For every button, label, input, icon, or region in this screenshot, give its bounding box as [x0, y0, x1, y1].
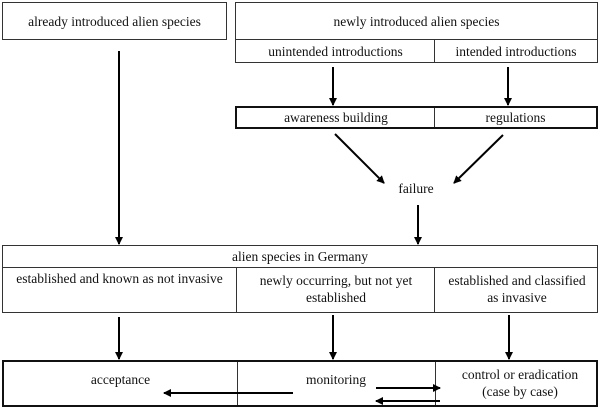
control-eradication-cell: control or eradication (case by case)	[461, 367, 579, 399]
already-introduced-box: already introduced alien species	[2, 2, 227, 40]
unintended-introductions-cell: unintended introductions	[268, 43, 403, 59]
category-invasive: established and classified as invasive	[448, 273, 586, 305]
header-divider	[3, 267, 597, 268]
column-divider	[434, 267, 435, 312]
intended-introductions-cell: intended introductions	[455, 43, 577, 59]
regulations-cell: regulations	[485, 110, 546, 125]
already-introduced-label: already introduced alien species	[28, 13, 201, 29]
measures-row: awareness building regulations	[235, 106, 598, 129]
failure-label: failure	[398, 180, 434, 196]
row-divider	[434, 40, 435, 62]
arrow-regulations-to-failure	[453, 134, 504, 184]
arrow-awareness-to-failure	[334, 133, 385, 184]
germany-header: alien species in Germany	[231, 249, 369, 264]
newly-introduced-label: newly introduced alien species	[333, 13, 500, 29]
alien-species-germany-box: alien species in Germany established and…	[2, 245, 598, 313]
category-not-invasive: established and known as not invasive	[16, 270, 223, 286]
responses-box: acceptance monitoring control or eradica…	[2, 360, 598, 407]
acceptance-cell: acceptance	[90, 371, 151, 387]
monitoring-cell: monitoring	[306, 371, 366, 387]
column-divider	[237, 362, 238, 405]
category-newly-occurring: newly occurring, but not yet established	[259, 273, 413, 305]
introduction-types-row: unintended introductions intended introd…	[235, 39, 598, 63]
awareness-building-cell: awareness building	[284, 110, 388, 125]
row-divider	[434, 108, 435, 127]
column-divider	[435, 362, 436, 405]
column-divider	[236, 267, 237, 312]
